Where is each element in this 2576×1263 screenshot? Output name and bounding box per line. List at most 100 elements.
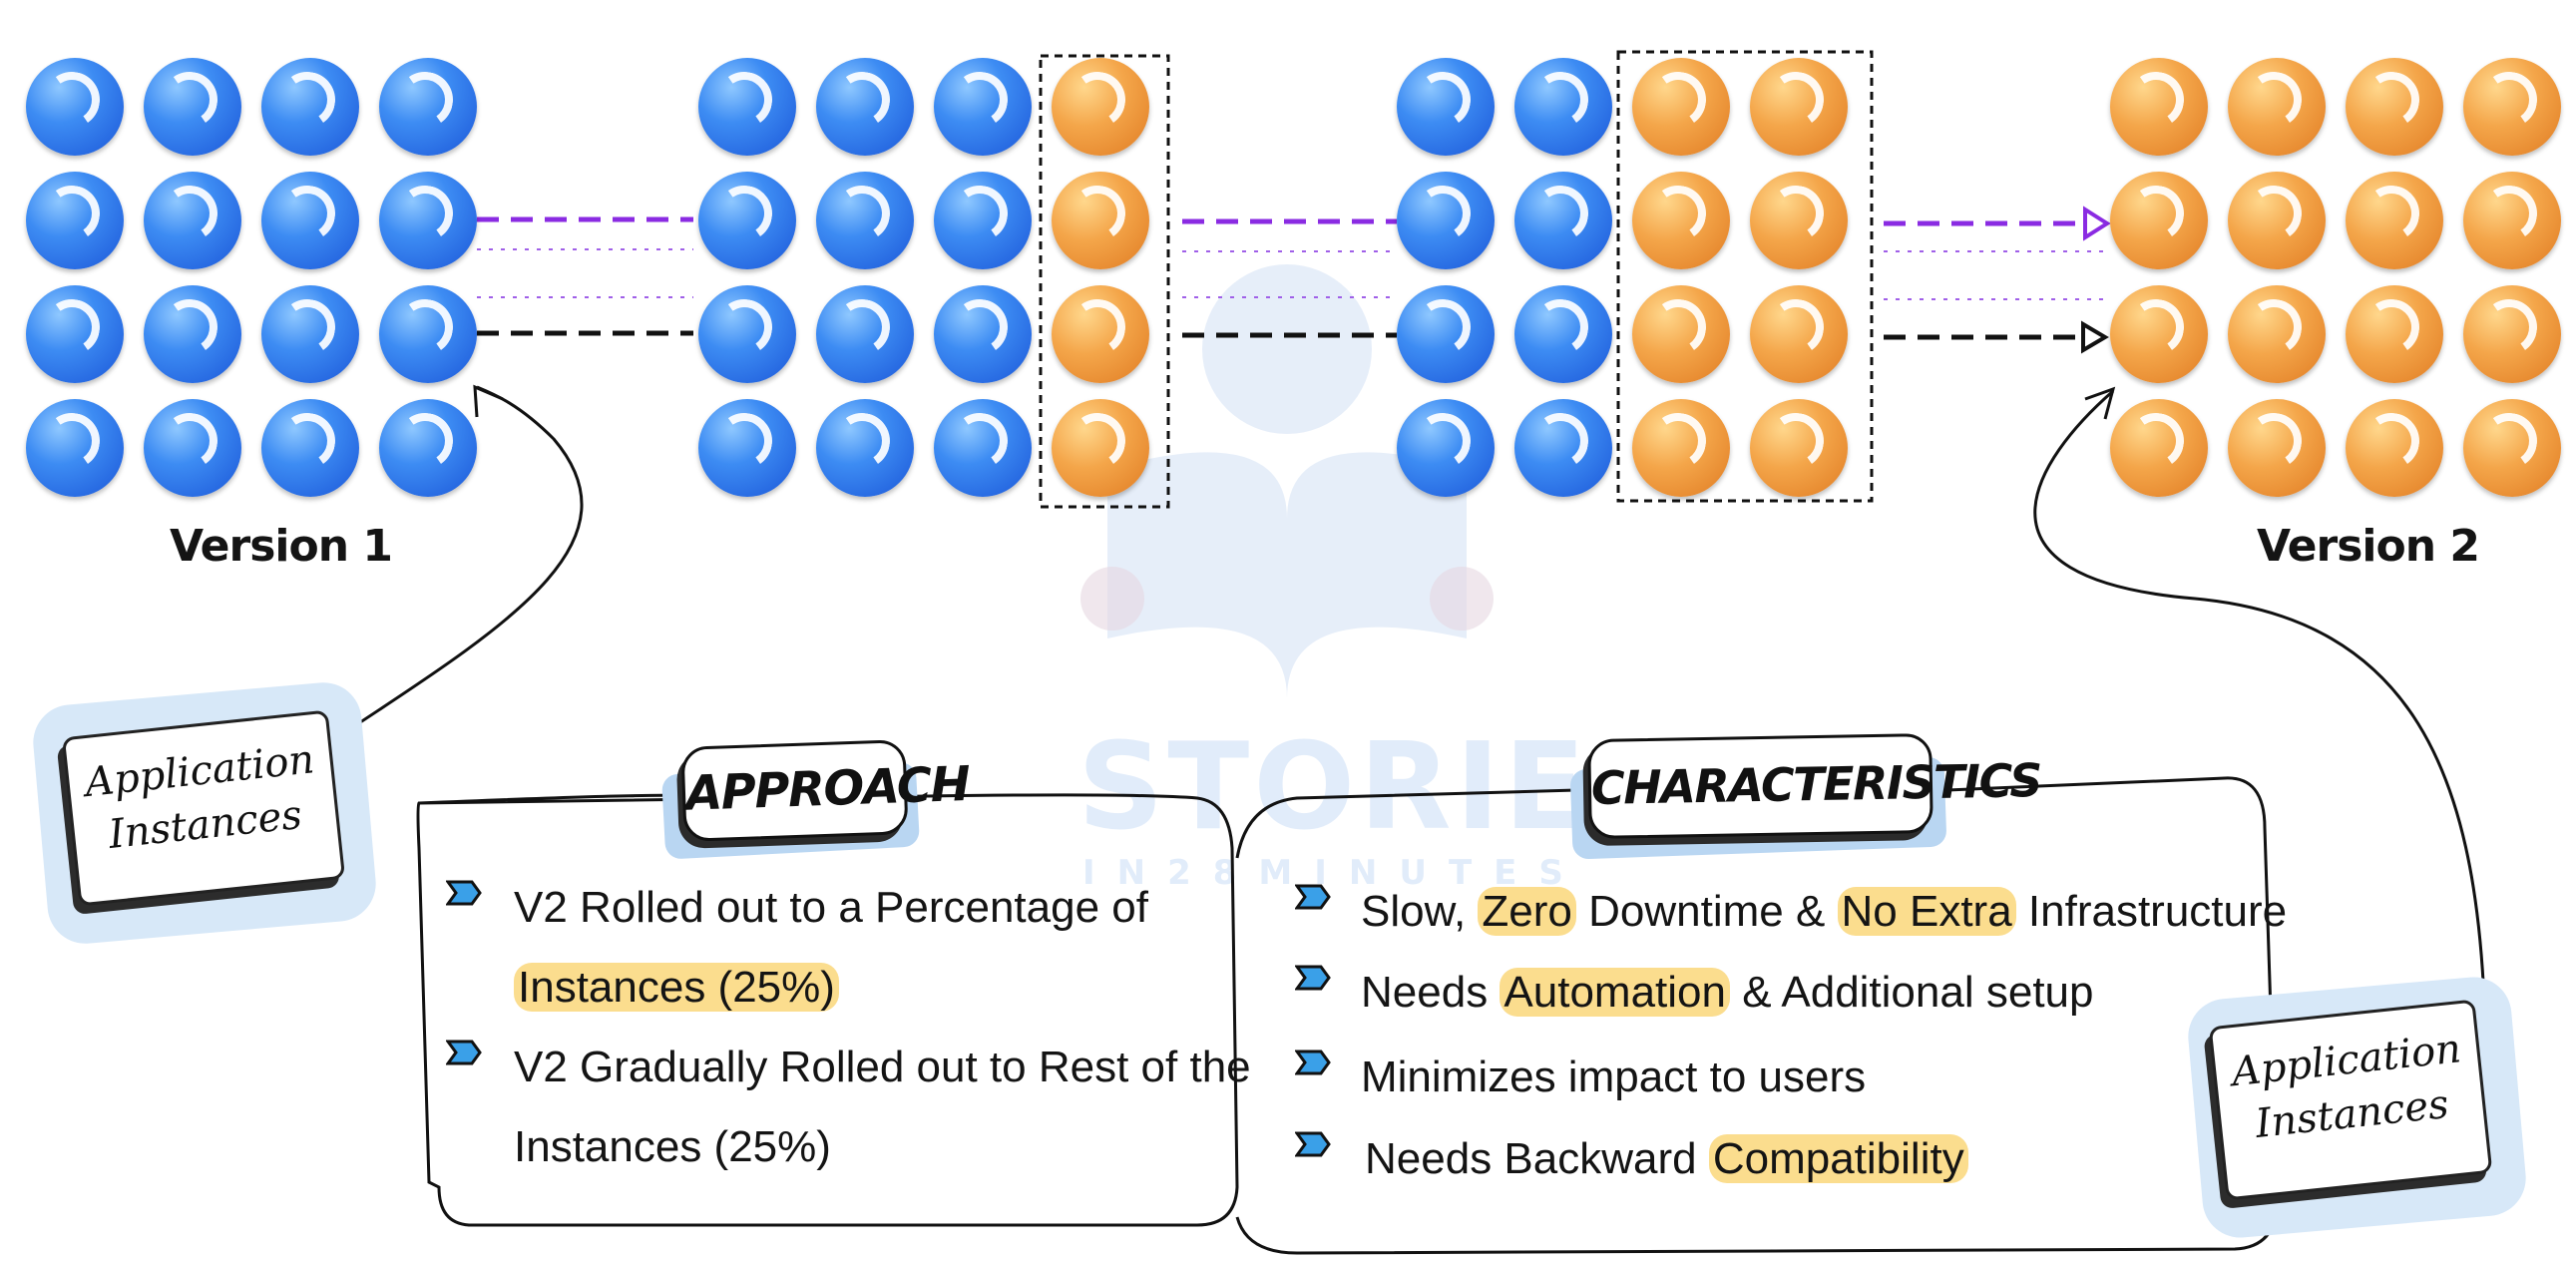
v2-instance-s4-r2-c3: [2346, 172, 2443, 269]
v2-instance-s4-r1-c2: [2228, 58, 2326, 156]
characteristic-1-highlight-b: No Extra: [1837, 887, 2016, 936]
v1-instance-s1-r1-c2: [144, 58, 241, 156]
bullet-flag-icon: [1295, 884, 1331, 910]
v2-instance-s4-r1-c3: [2346, 58, 2443, 156]
v1-instance-s1-r2-c4: [379, 172, 477, 269]
bullet-flag-icon: [1295, 965, 1331, 991]
characteristics-title: CHARACTERISTICS: [1587, 732, 2041, 840]
v1-instance-s3-r3-c1: [1397, 285, 1495, 383]
v1-instance-s1-r4-c4: [379, 399, 477, 497]
v2-instance-s2-r4-c4: [1052, 399, 1149, 497]
selection-box-stage2: [1039, 54, 1170, 509]
sticky-note-right: Application Instances: [2208, 999, 2493, 1201]
v1-instance-s2-r3-c3: [934, 285, 1032, 383]
v2-instance-s3-r3-c4: [1750, 285, 1848, 383]
bullet-flag-icon: [1295, 1131, 1331, 1157]
v2-instance-s3-r4-c4: [1750, 399, 1848, 497]
v1-instance-s1-r1-c4: [379, 58, 477, 156]
v1-instance-s2-r3-c2: [816, 285, 914, 383]
v1-instance-s2-r4-c3: [934, 399, 1032, 497]
v2-instance-s3-r3-c3: [1632, 285, 1730, 383]
v2-instance-s4-r1-c4: [2463, 58, 2561, 156]
v2-instance-s2-r2-c4: [1052, 172, 1149, 269]
version-2-label: Version 2: [2257, 521, 2480, 572]
characteristic-2-highlight-a: Automation: [1500, 968, 1730, 1017]
selection-box-stage3: [1616, 50, 1874, 503]
v1-instance-s2-r2-c3: [934, 172, 1032, 269]
v1-instance-s1-r3-c2: [144, 285, 241, 383]
v1-instance-s2-r2-c2: [816, 172, 914, 269]
v2-instance-s3-r4-c3: [1632, 399, 1730, 497]
v1-instance-s2-r4-c1: [698, 399, 796, 497]
v1-instance-s2-r1-c1: [698, 58, 796, 156]
v1-instance-s1-r2-c3: [261, 172, 359, 269]
v1-instance-s1-r2-c1: [26, 172, 124, 269]
version-1-label: Version 1: [170, 521, 393, 572]
v1-instance-s3-r3-c2: [1514, 285, 1612, 383]
v2-instance-s4-r3-c3: [2346, 285, 2443, 383]
v1-instance-s1-r3-c4: [379, 285, 477, 383]
v2-instance-s4-r4-c1: [2110, 399, 2208, 497]
v1-instance-s1-r1-c1: [26, 58, 124, 156]
v1-instance-s2-r4-c2: [816, 399, 914, 497]
v1-instance-s3-r4-c1: [1397, 399, 1495, 497]
v1-instance-s1-r4-c2: [144, 399, 241, 497]
characteristic-item-4: Needs Backward Compatibility: [1295, 1119, 1968, 1199]
v2-instance-s4-r4-c4: [2463, 399, 2561, 497]
bullet-flag-icon: [1295, 1050, 1331, 1075]
characteristic-item-2: Needs Automation & Additional setup: [1295, 953, 2093, 1033]
v1-instance-s3-r2-c1: [1397, 172, 1495, 269]
v1-instance-s1-r4-c1: [26, 399, 124, 497]
v1-instance-s1-r2-c2: [144, 172, 241, 269]
v1-instance-s1-r1-c3: [261, 58, 359, 156]
v1-instance-s3-r1-c2: [1514, 58, 1612, 156]
v1-instance-s1-r4-c3: [261, 399, 359, 497]
v1-instance-s3-r2-c2: [1514, 172, 1612, 269]
characteristic-1-highlight-a: Zero: [1478, 887, 1576, 936]
v1-instance-s3-r4-c2: [1514, 399, 1612, 497]
v2-instance-s4-r2-c2: [2228, 172, 2326, 269]
v2-instance-s3-r1-c4: [1750, 58, 1848, 156]
v2-instance-s4-r3-c2: [2228, 285, 2326, 383]
v2-instance-s3-r2-c3: [1632, 172, 1730, 269]
v1-instance-s2-r1-c2: [816, 58, 914, 156]
sticky-note-left: Application Instances: [61, 709, 346, 907]
characteristic-1-text-c: Infrastructure: [2015, 887, 2288, 936]
v1-instance-s1-r3-c1: [26, 285, 124, 383]
primary-arrowhead-3: [2083, 206, 2111, 241]
characteristic-1-text-b: Downtime &: [1575, 887, 1838, 936]
v1-instance-s2-r2-c1: [698, 172, 796, 269]
characteristic-item-3: Minimizes impact to users: [1295, 1038, 1866, 1117]
characteristic-4-text-a: Needs Backward: [1365, 1134, 1709, 1183]
approach-item-1-line1: V2 Rolled out to a Percentage of: [514, 883, 1148, 932]
bullet-flag-icon: [446, 880, 482, 906]
characteristic-2-text-b: & Additional setup: [1730, 968, 2094, 1017]
approach-item-1-line2: Instances (25%): [514, 963, 839, 1012]
v2-instance-s4-r1-c1: [2110, 58, 2208, 156]
v1-instance-s1-r3-c3: [261, 285, 359, 383]
characteristic-3-text: Minimizes impact to users: [1361, 1052, 1867, 1101]
approach-item-2-line1: V2 Gradually Rolled out to Rest of the: [514, 1043, 1251, 1091]
callout-arrowhead-right: [2084, 386, 2116, 420]
v2-instance-s4-r2-c1: [2110, 172, 2208, 269]
characteristic-item-1: Slow, Zero Downtime & No Extra Infrastru…: [1295, 872, 2287, 952]
v2-instance-s2-r1-c4: [1052, 58, 1149, 156]
v2-instance-s4-r3-c1: [2110, 285, 2208, 383]
v1-instance-s2-r3-c1: [698, 285, 796, 383]
callout-curve-left: [350, 385, 584, 730]
characteristic-1-text-a: Slow,: [1361, 887, 1479, 936]
v2-instance-s4-r4-c2: [2228, 399, 2326, 497]
approach-item-2: V2 Gradually Rolled out to Rest of the I…: [446, 1028, 1251, 1187]
characteristic-2-text-a: Needs: [1361, 968, 1501, 1017]
v2-instance-s2-r3-c4: [1052, 285, 1149, 383]
bullet-flag-icon: [446, 1040, 482, 1065]
v2-instance-s4-r4-c3: [2346, 399, 2443, 497]
characteristic-4-highlight-a: Compatibility: [1708, 1134, 1968, 1183]
v1-instance-s3-r1-c1: [1397, 58, 1495, 156]
secondary-arrowhead-3: [2081, 320, 2109, 354]
callout-curve-right: [2033, 389, 2486, 1002]
